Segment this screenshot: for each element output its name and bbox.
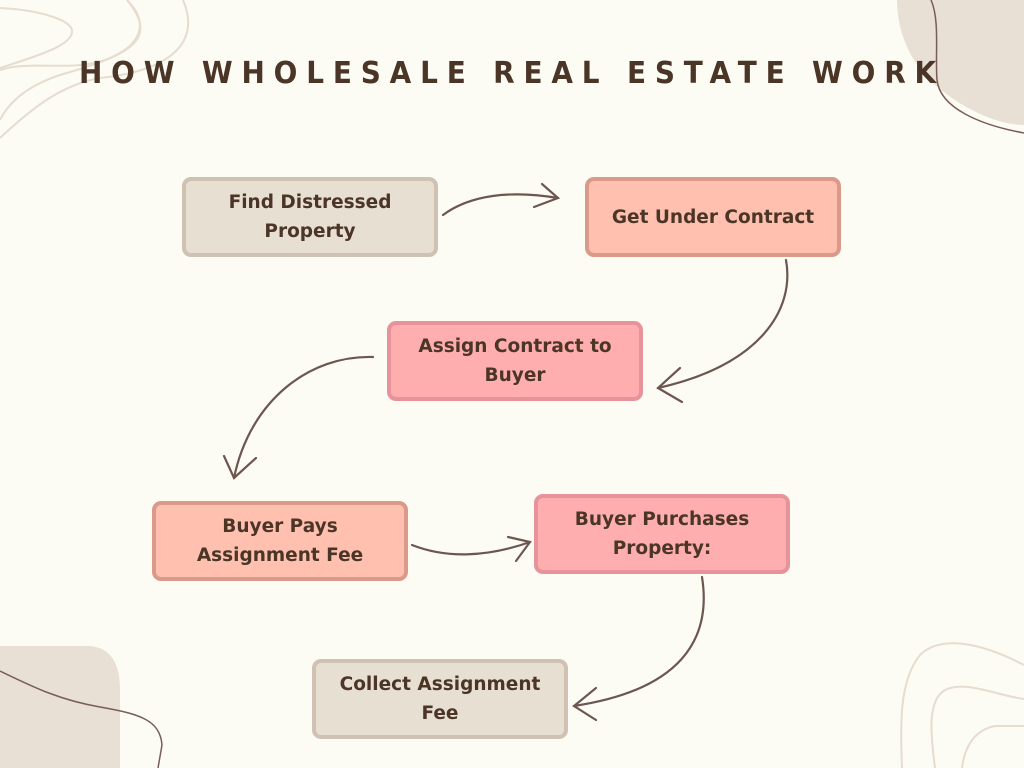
- step-label-line: Fee: [421, 703, 459, 724]
- deco-contour-line: [930, 685, 1024, 768]
- step-label-line: Buyer: [484, 365, 546, 386]
- step-label-line: Collect Assignment: [339, 674, 541, 695]
- step-label-line: Buyer Purchases: [574, 509, 750, 530]
- page-title: HOW WHOLESALE REAL ESTATE WORK: [78, 56, 945, 91]
- deco-blob: [897, 0, 1024, 125]
- step-buyer-purchases-property: Buyer Purchases Property:: [534, 494, 790, 574]
- step-label-line: Assign Contract to: [418, 336, 612, 357]
- step-collect-assignment-fee: Collect Assignment Fee: [312, 659, 568, 739]
- deco-contour-line: [961, 725, 1024, 768]
- deco-contour-line: [0, 7, 74, 69]
- deco-curve-line: [0, 670, 163, 768]
- step-label-line: Get Under Contract: [611, 206, 815, 228]
- deco-blob: [0, 646, 120, 768]
- step-label-line: Property:: [612, 538, 712, 559]
- step-label-line: Buyer Pays: [222, 516, 338, 537]
- deco-contour-line: [0, 0, 189, 139]
- step-buyer-pays-assignment-fee: Buyer Pays Assignment Fee: [152, 501, 408, 581]
- deco-contour-line: [900, 642, 1024, 768]
- step-get-under-contract: Get Under Contract: [585, 177, 841, 257]
- step-label-line: Property: [264, 221, 356, 242]
- deco-curve-line: [930, 0, 1024, 134]
- step-label-line: Assignment Fee: [196, 545, 364, 566]
- step-label-line: Find Distressed: [228, 192, 392, 213]
- step-find-distressed-property: Find Distressed Property: [182, 177, 438, 257]
- deco-contour-line: [0, 0, 142, 121]
- step-assign-contract-to-buyer: Assign Contract to Buyer: [387, 321, 643, 401]
